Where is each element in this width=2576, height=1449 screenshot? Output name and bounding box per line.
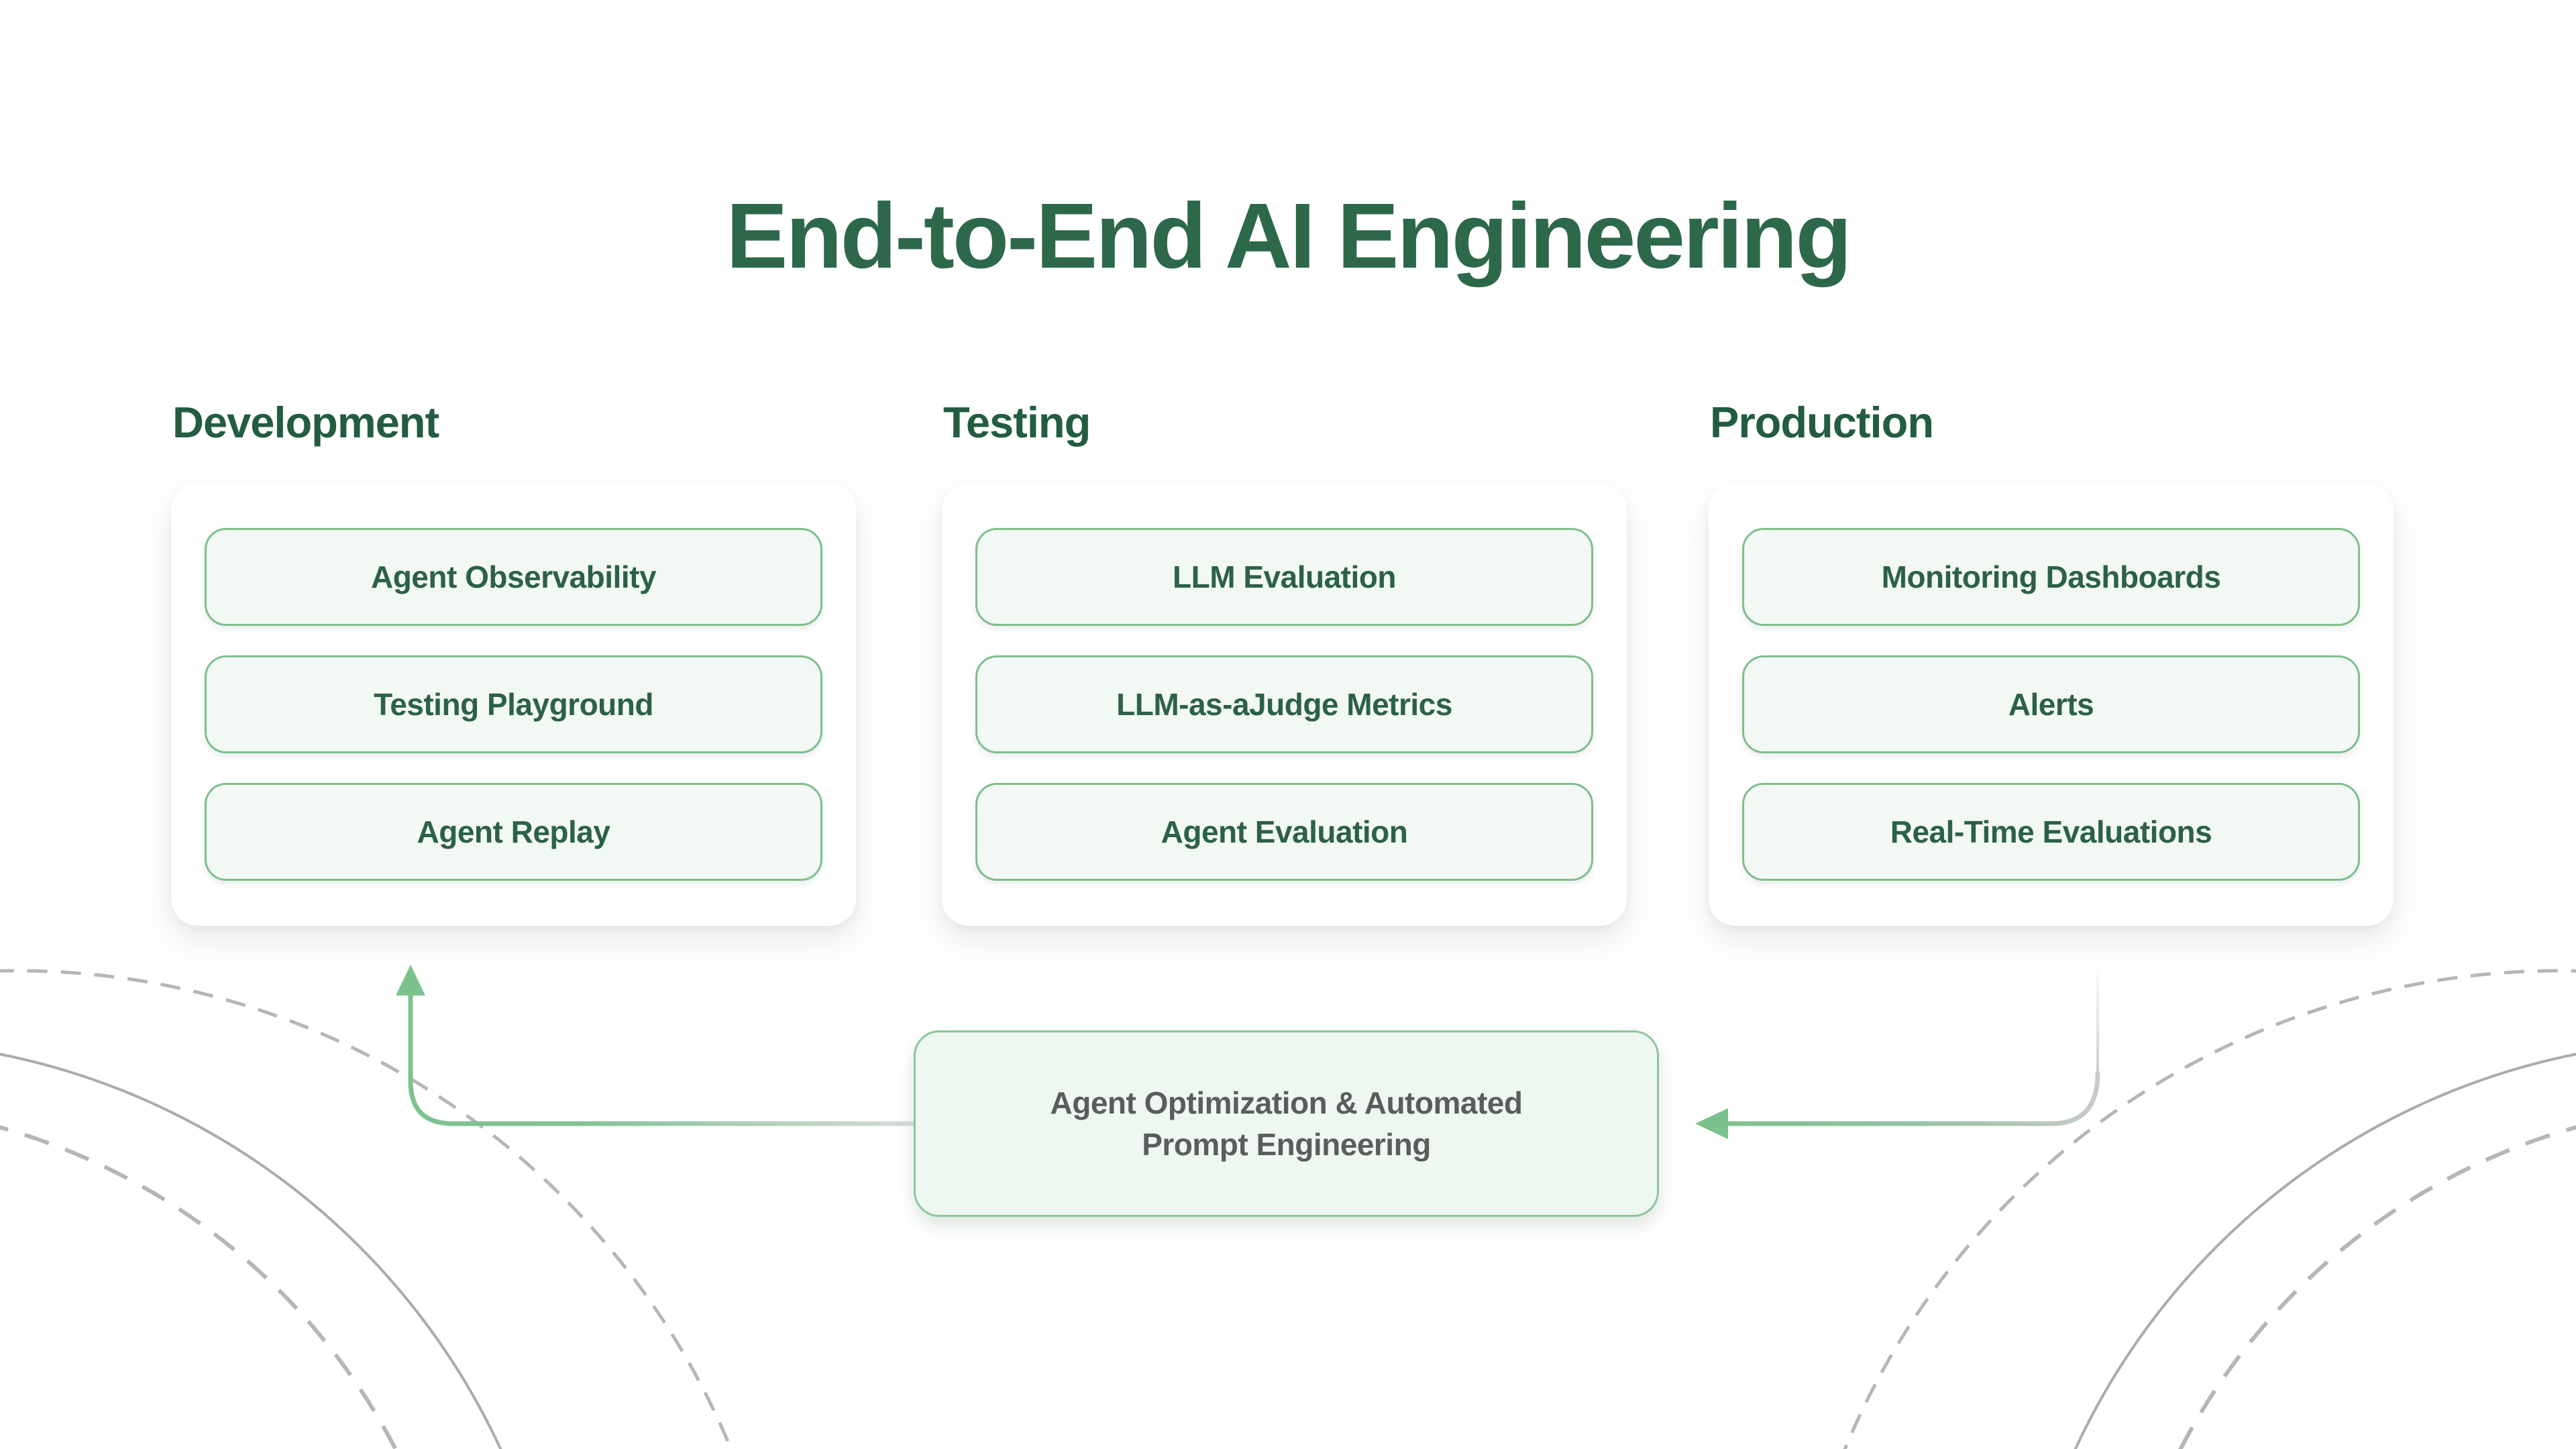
capability-pill: Agent Observability (205, 528, 822, 626)
pill-label: Agent Observability (370, 559, 657, 594)
capability-pill: LLM-as-aJudge Metrics (975, 655, 1593, 753)
arc-dashed-outer-right (1843, 969, 2576, 1449)
flow-connector-left (396, 965, 916, 1126)
pill-label: Monitoring Dashboards (1881, 559, 2221, 594)
left-arrow-icon (1695, 1108, 1728, 1139)
capability-pill: Alerts (1742, 655, 2360, 753)
capability-pill: Agent Evaluation (975, 783, 1593, 881)
pill-label: LLM Evaluation (1173, 559, 1396, 594)
optimization-box: Agent Optimization & Automated Prompt En… (914, 1030, 1659, 1217)
column-header-testing: Testing (943, 398, 1091, 447)
capability-pill: Testing Playground (205, 655, 822, 753)
capability-pill: LLM Evaluation (975, 528, 1593, 626)
capability-pill: Real-Time Evaluations (1742, 783, 2360, 881)
arc-solid-right (2074, 1053, 2576, 1449)
column-header-production: Production (1710, 398, 1934, 447)
stage-card-development: Agent Observability Testing Playground A… (171, 483, 856, 926)
arc-dashed-inner-left (0, 1125, 398, 1449)
pill-label: Agent Evaluation (1161, 814, 1408, 849)
optimization-box-line1: Agent Optimization & Automated (1050, 1085, 1523, 1120)
arc-solid-left (0, 1053, 502, 1449)
connector-right-path (1724, 1071, 2100, 1126)
arc-dashed-inner-right (2178, 1125, 2576, 1449)
capability-pill: Agent Replay (205, 783, 822, 881)
corner-arcs-left (0, 969, 733, 1449)
pill-label: Testing Playground (374, 687, 653, 722)
pill-label: Agent Replay (417, 814, 610, 849)
pill-label: Alerts (2008, 687, 2094, 722)
connector-left-path (408, 978, 916, 1126)
flow-connector-right (1695, 961, 2100, 1139)
stage-card-production: Monitoring Dashboards Alerts Real-Time E… (1709, 483, 2394, 926)
column-header-development: Development (172, 398, 439, 447)
pill-label: Real-Time Evaluations (1890, 814, 2212, 849)
stage-card-testing: LLM Evaluation LLM-as-aJudge Metrics Age… (942, 483, 1627, 926)
arc-dashed-outer-left (0, 969, 733, 1449)
up-arrow-icon (396, 965, 425, 996)
optimization-box-line2: Prompt Engineering (1142, 1127, 1431, 1162)
pill-label: LLM-as-aJudge Metrics (1116, 687, 1452, 722)
capability-pill: Monitoring Dashboards (1742, 528, 2360, 626)
corner-arcs-right (1843, 969, 2576, 1449)
page-title: End-to-End AI Engineering (726, 184, 1851, 288)
